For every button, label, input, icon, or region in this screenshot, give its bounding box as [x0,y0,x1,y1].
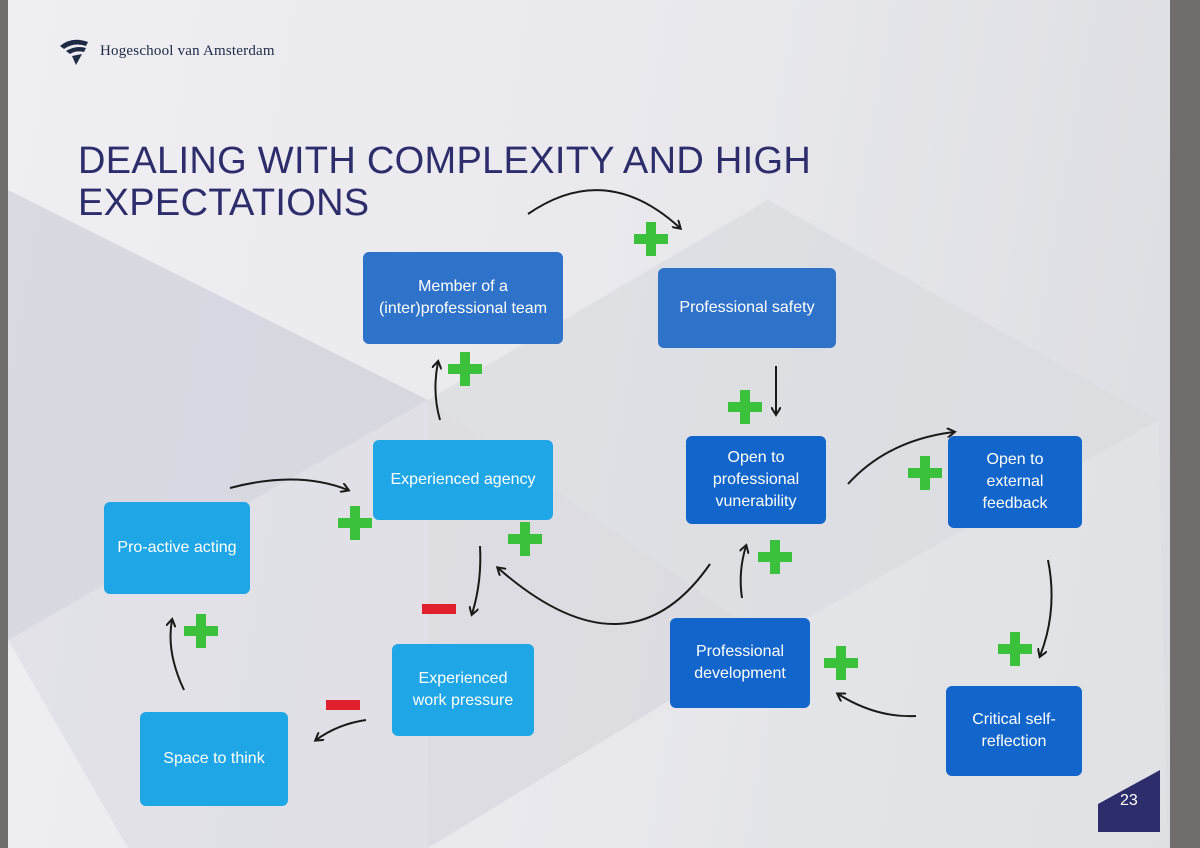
arrow-agency-to-team [435,362,440,421]
plus-sign [998,632,1032,666]
node-open-vulnerability: Open to professional vunerability [686,436,826,524]
page-number: 23 [1120,792,1138,809]
arrow-vulnerability-to-feedback [847,432,954,485]
plus-sign [758,540,792,574]
arrow-proactive-to-agency [229,478,348,490]
plus-sign [634,222,668,256]
node-professional-development: Professional development [670,618,810,708]
node-experienced-agency: Experienced agency [373,440,553,520]
node-experienced-work-pressure: Experienced work pressure [392,644,534,736]
node-professional-safety: Professional safety [658,268,836,348]
node-member-team: Member of a (inter)professional team [363,252,563,344]
plus-sign [728,390,762,424]
node-open-feedback: Open to external feedback [948,436,1082,528]
diagram-arrows [8,189,1053,848]
logo: Hogeschool van Amsterdam [58,36,275,66]
plus-sign [338,506,372,540]
hva-logo-icon [60,39,88,65]
minus-sign [326,700,360,710]
minus-sign [422,604,456,614]
slide: Hogeschool van Amsterdam DEALING WITH CO… [8,0,1170,848]
plus-sign [508,522,542,556]
arrow-space-to-proactive [171,620,185,691]
plus-sign [448,352,482,386]
arrow-feedback-to-reflection [1040,559,1053,656]
plus-sign [184,614,218,648]
arrow-development-to-vulnerability [741,546,746,599]
logo-text: Hogeschool van Amsterdam [100,42,275,59]
arrow-workpressure-to-space [316,719,367,740]
page-badge [1098,770,1160,832]
plus-sign [908,456,942,490]
node-proactive-acting: Pro-active acting [104,502,250,594]
arrow-agency-to-workpressure [472,545,482,614]
node-critical-self-reflection: Critical self-reflection [946,686,1082,776]
arrow-development-to-agency [498,563,711,625]
node-space-to-think: Space to think [140,712,288,806]
arrow-reflection-to-development [838,694,917,718]
arrow-team-to-safety [527,189,680,228]
plus-sign [824,646,858,680]
slide-title: DEALING WITH COMPLEXITY AND HIGH EXPECTA… [78,140,812,224]
